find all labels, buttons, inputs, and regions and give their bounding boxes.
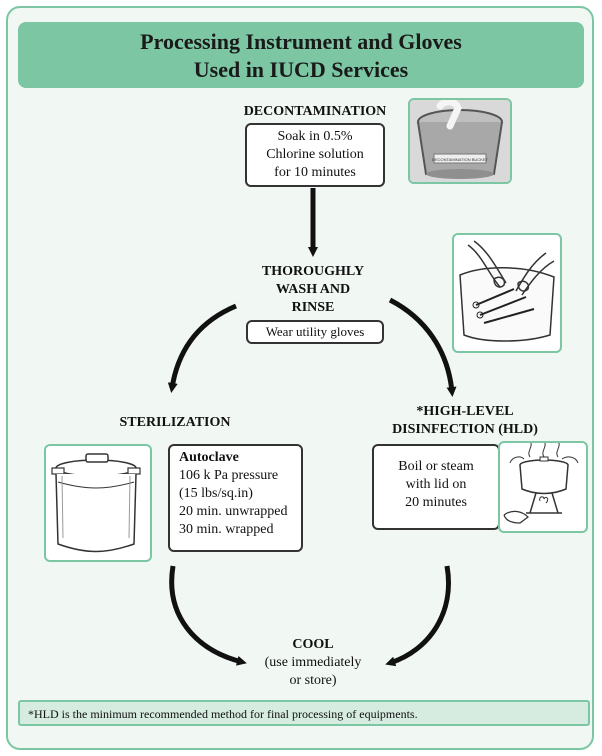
- decontamination-line-3: for 10 minutes: [274, 165, 356, 180]
- bucket-illustration: DECONTAMINATION BUCKET: [410, 100, 510, 182]
- hld-box: Boil or steam with lid on 20 minutes: [372, 444, 500, 530]
- wash-heading: THOROUGHLY WASH AND RINSE: [240, 263, 386, 317]
- title-line-1: Processing Instrument and Gloves: [140, 29, 462, 54]
- hld-line-1: Boil or steam: [398, 459, 474, 474]
- cool-line-1: (use immediately: [264, 655, 362, 670]
- hld-line-3: 20 minutes: [405, 495, 467, 510]
- autoclave-box: Autoclave 106 k Pa pressure (15 lbs/sq.i…: [168, 444, 303, 552]
- decontamination-heading: DECONTAMINATION: [243, 104, 387, 119]
- hld-heading: *HIGH-LEVEL DISINFECTION (HLD): [372, 403, 558, 439]
- arrow-hld-to-cool: [385, 565, 451, 667]
- washing-image: [452, 233, 562, 353]
- washing-illustration: [459, 240, 555, 342]
- hld-heading-line-2: DISINFECTION (HLD): [392, 422, 538, 437]
- autoclave-line-2: (15 lbs/sq.in): [179, 486, 253, 501]
- bucket-label: DECONTAMINATION BUCKET: [432, 157, 488, 162]
- arrow-sterilization-to-cool: [169, 565, 247, 666]
- title-line-2: Used in IUCD Services: [193, 57, 409, 82]
- title-banner: Processing Instrument and Gloves Used in…: [18, 22, 584, 88]
- autoclave-line-4: 30 min. wrapped: [179, 522, 274, 537]
- autoclave-illustration: [51, 453, 141, 553]
- hld-line-2: with lid on: [405, 477, 467, 492]
- decontamination-line-2: Chlorine solution: [266, 147, 364, 162]
- autoclave-title: Autoclave: [179, 450, 239, 465]
- decontamination-line-1: Soak in 0.5%: [277, 129, 353, 144]
- wash-note: Wear utility gloves: [265, 324, 365, 339]
- autoclave-line-3: 20 min. unwrapped: [179, 504, 288, 519]
- boiling-pot-image: [498, 441, 588, 533]
- cool-text: (use immediately or store): [243, 654, 383, 690]
- wash-heading-line-3: RINSE: [291, 300, 335, 315]
- arrow-wash-to-hld: [388, 297, 457, 397]
- footnote: *HLD is the minimum recommended method f…: [18, 700, 590, 726]
- wash-heading-line-2: WASH AND: [275, 282, 351, 297]
- cool-line-2: or store): [289, 673, 337, 688]
- decontamination-box: Soak in 0.5% Chlorine solution for 10 mi…: [245, 123, 385, 187]
- autoclave-image: [44, 444, 152, 562]
- wash-note-box: Wear utility gloves: [246, 320, 384, 344]
- decontamination-bucket-image: DECONTAMINATION BUCKET: [408, 98, 512, 184]
- hld-heading-line-1: *HIGH-LEVEL: [416, 404, 514, 419]
- autoclave-line-1: 106 k Pa pressure: [179, 468, 279, 483]
- wash-heading-line-1: THOROUGHLY: [261, 264, 365, 279]
- cool-heading: COOL: [292, 637, 334, 652]
- boiling-pot-illustration: [503, 443, 579, 524]
- sterilization-heading: STERILIZATION: [119, 415, 231, 430]
- arrow-wash-to-sterilization: [167, 303, 237, 393]
